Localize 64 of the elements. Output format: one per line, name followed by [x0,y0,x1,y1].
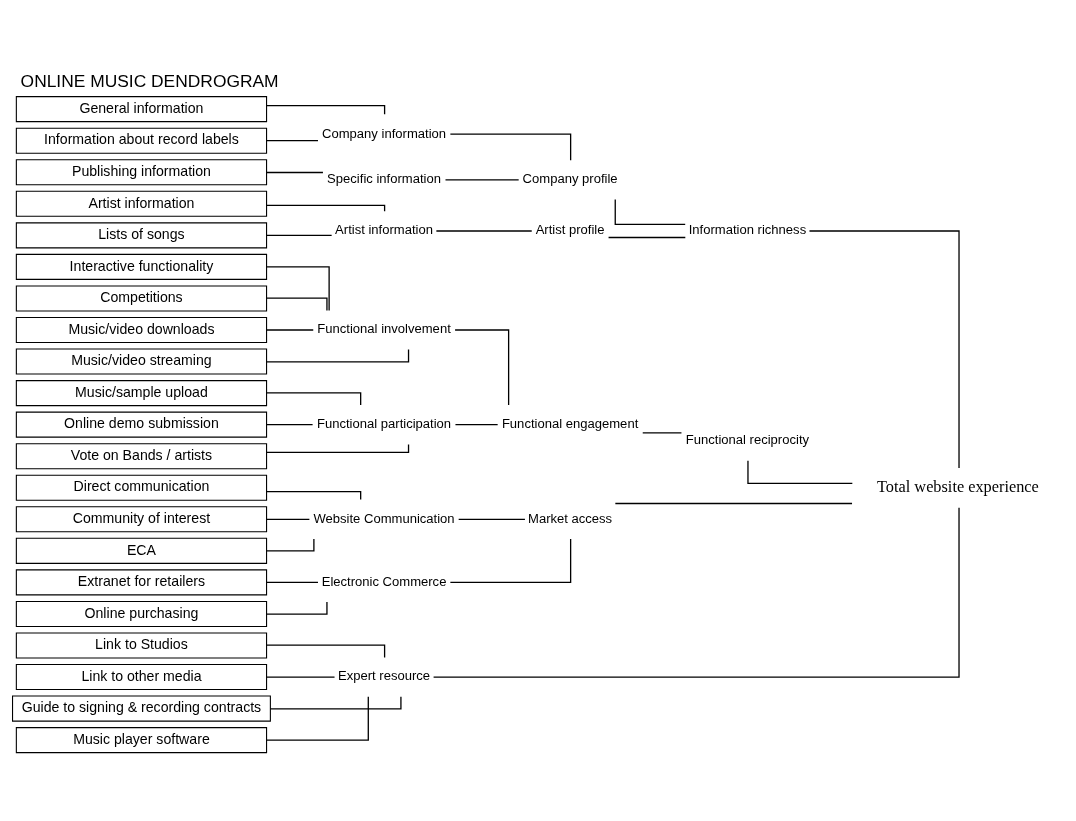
connector [432,507,960,678]
node-text: Expert resource [338,668,431,684]
node-text: Website Communication [313,510,455,526]
node-box: Information about record labels [15,127,268,154]
connector [614,198,686,226]
connector [266,538,315,552]
connector [458,518,526,520]
node-text: Functional engagement [501,416,639,432]
node-box: Music/video streaming [15,348,268,375]
connector [266,601,328,615]
connector [266,696,369,741]
node-box: Artist information [15,190,268,217]
node-box: Interactive functionality [15,253,268,280]
node-box: Direct communication [15,474,268,501]
connector [444,179,520,181]
node-box: Publishing information [15,159,268,186]
node-box: Online demo submission [15,411,268,438]
connector [614,502,853,505]
node-box: Guide to signing & recording contracts [12,695,271,722]
node-text: Functional involvement [317,321,451,337]
connector [265,266,330,312]
node-box: General information [15,96,268,123]
connector [454,424,499,426]
node-text: Artist information [335,222,434,238]
node-text: Electronic Commerce [321,573,447,589]
node-text: Company information [322,125,447,141]
node-box: ECA [15,537,268,564]
node-text: Market access [528,510,613,526]
node-text: Specific information [327,171,441,187]
connector [266,297,328,312]
node-text: Functional participation [316,416,452,432]
node-text: Functional reciprocity [685,432,810,448]
node-text: Information richness [688,222,807,238]
connector [454,329,510,406]
node-box: Music/video downloads [15,316,268,344]
node-box: Lists of songs [15,222,268,249]
node-box: Music/sample upload [15,380,268,407]
node-box: Vote on Bands / artists [15,443,268,470]
connector [449,538,572,584]
connector [266,581,319,584]
node-box: Competitions [15,285,268,312]
connector [266,234,333,236]
connector [607,236,686,239]
connector [266,171,324,174]
connector [266,518,311,520]
connector [642,432,683,434]
connector [808,230,960,469]
connector [266,329,314,331]
node-box: Music player software [15,727,268,754]
node-box: Link to other media [15,664,268,691]
connector [747,460,853,485]
node-box: Online purchasing [15,600,268,627]
connector [449,133,572,161]
node-box: Extranet for retailers [15,569,268,596]
node-text: Company profile [522,171,618,187]
connector [266,140,319,142]
node-box: Link to Studios [15,632,268,659]
connector [266,676,336,678]
connector [266,424,314,426]
diagram-title: ONLINE MUSIC DENDROGRAM [20,70,279,91]
node-text: Total website experience [877,476,1039,496]
node-text: Artist profile [535,222,605,238]
node-box: Community of interest [15,506,268,533]
connector [435,230,533,232]
